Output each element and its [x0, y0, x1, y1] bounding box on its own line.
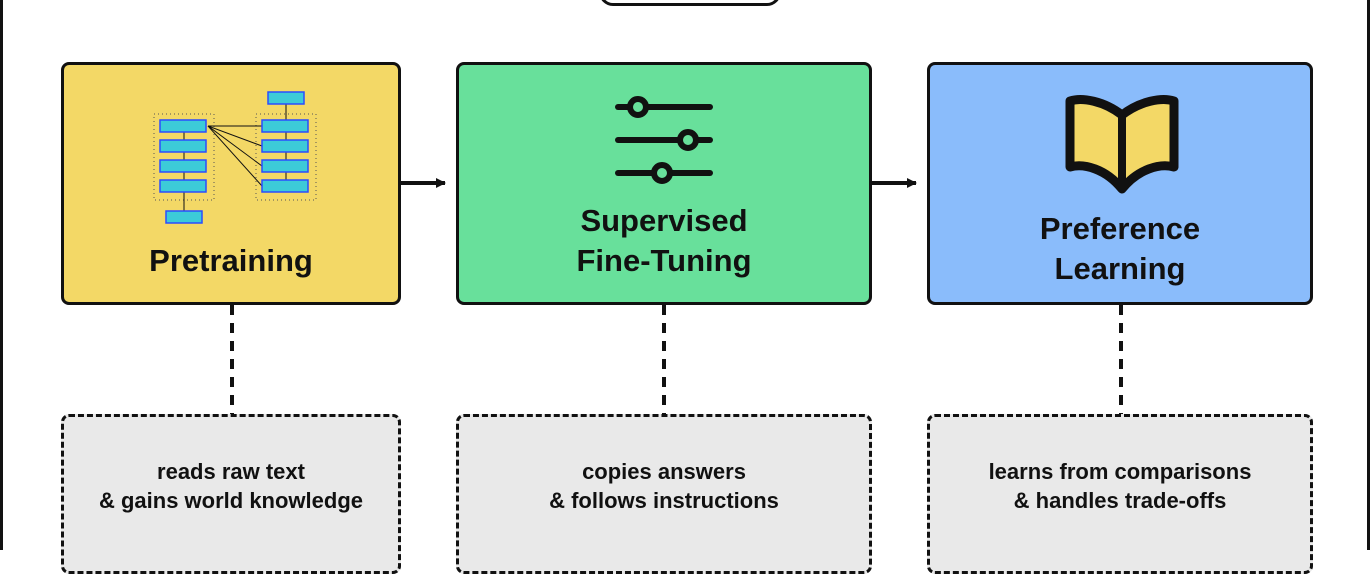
- neural-network-icon: [153, 91, 317, 224]
- note-sft: copies answers & follows instructions: [456, 414, 872, 574]
- note-text-pretraining: reads raw text & gains world knowledge: [98, 459, 364, 513]
- stage-title-pretraining: Pretraining: [149, 243, 313, 278]
- sliders-icon: [615, 96, 713, 184]
- stage-title-preference: Preference Learning: [1039, 211, 1201, 286]
- stage-sft: Supervised Fine-Tuning: [456, 62, 872, 305]
- note-pretraining: reads raw text & gains world knowledge: [61, 414, 401, 574]
- stage-title-sft: Supervised Fine-Tuning: [576, 203, 752, 278]
- stage-preference: Preference Learning: [927, 62, 1313, 305]
- stage-pretraining: Pretraining: [61, 62, 401, 305]
- open-book-icon: [1065, 95, 1179, 194]
- note-text-sft: copies answers & follows instructions: [549, 459, 779, 513]
- connector-layer: [230, 178, 1123, 414]
- note-text-preference: learns from comparisons & handles trade-…: [988, 459, 1252, 513]
- note-preference: learns from comparisons & handles trade-…: [927, 414, 1313, 574]
